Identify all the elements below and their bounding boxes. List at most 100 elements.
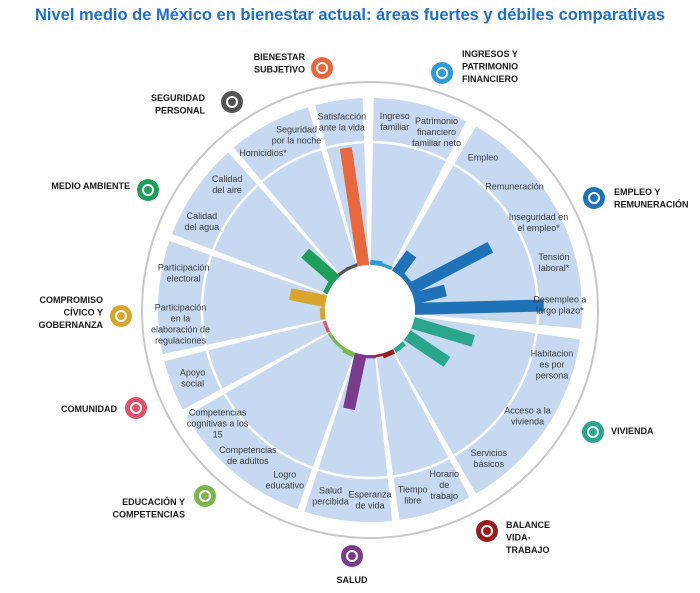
- bar: [393, 341, 406, 353]
- dimension-wedge: [164, 320, 331, 410]
- bar: [342, 347, 356, 358]
- tree-icon-glyph: [142, 184, 154, 196]
- dimension-2: [392, 316, 580, 494]
- cross-icon: [341, 545, 363, 567]
- running-person-icon-glyph: [226, 96, 238, 108]
- dimension-wedge: [233, 107, 357, 276]
- bar: [322, 320, 331, 333]
- separator-arc: [223, 393, 313, 470]
- bar: [380, 262, 393, 270]
- dimension-label: VIVIENDA: [611, 426, 654, 436]
- bar: [407, 241, 494, 295]
- ballot-icon: [110, 305, 132, 327]
- cross-icon-glyph: [346, 550, 358, 562]
- separator-arc: [372, 140, 447, 162]
- house-icon-glyph: [587, 426, 599, 438]
- separator-arc: [326, 140, 365, 149]
- dimension-5: [186, 332, 356, 510]
- dimension-wedge: [186, 332, 355, 510]
- bar: [391, 250, 417, 278]
- dimension-label: COMUNIDAD: [61, 404, 117, 414]
- bar: [327, 332, 338, 344]
- indicator-label: Remuneración: [485, 182, 544, 192]
- dimension-wedge: [370, 98, 467, 270]
- bar: [411, 317, 475, 347]
- separator-arc: [393, 457, 450, 478]
- separator-arc: [211, 184, 259, 251]
- dimension-label: SALUD: [337, 575, 368, 585]
- people-icon: [125, 397, 147, 419]
- separator-arc: [453, 333, 538, 457]
- briefcase-icon-glyph: [588, 192, 600, 204]
- dimension-0: [369, 98, 467, 270]
- bar: [343, 352, 367, 411]
- chart-title: Nivel medio de México en bienestar actua…: [34, 6, 665, 24]
- ballot-icon-glyph: [115, 310, 127, 322]
- bar: [334, 340, 346, 351]
- dimension-wedge: [304, 352, 393, 522]
- bar: [364, 355, 376, 359]
- separator-arc: [261, 148, 322, 183]
- bar: [323, 281, 333, 295]
- bar: [412, 284, 448, 305]
- people-icon-glyph: [130, 402, 142, 414]
- scales-icon-glyph: [481, 525, 493, 537]
- book-icon-glyph: [199, 490, 211, 502]
- scales-icon: [476, 520, 498, 542]
- dimension-label: MEDIO AMBIENTE: [51, 181, 130, 191]
- separator-arc: [200, 254, 213, 346]
- house-icon: [582, 421, 604, 443]
- dimension-6: [164, 320, 331, 410]
- bar: [382, 349, 396, 359]
- bar: [289, 288, 328, 308]
- bar: [345, 263, 359, 271]
- bar: [403, 330, 451, 367]
- dimension-1: [391, 126, 582, 329]
- bar: [339, 147, 370, 267]
- heart-icon-glyph: [316, 62, 328, 74]
- bar: [319, 307, 326, 320]
- bar: [414, 299, 544, 315]
- briefcase-icon: [583, 187, 605, 209]
- indicator-label: Homicidios*: [239, 148, 287, 158]
- bar: [301, 248, 341, 285]
- dimension-wedge: [158, 240, 328, 355]
- bar: [374, 352, 387, 358]
- heart-icon: [311, 57, 333, 79]
- dimension-8: [172, 152, 341, 295]
- tree-icon: [137, 179, 159, 201]
- bar: [369, 259, 383, 267]
- running-person-icon: [221, 91, 243, 113]
- dimension-4: [304, 352, 393, 522]
- money-icon: [431, 62, 453, 84]
- dimension-3: [374, 349, 470, 520]
